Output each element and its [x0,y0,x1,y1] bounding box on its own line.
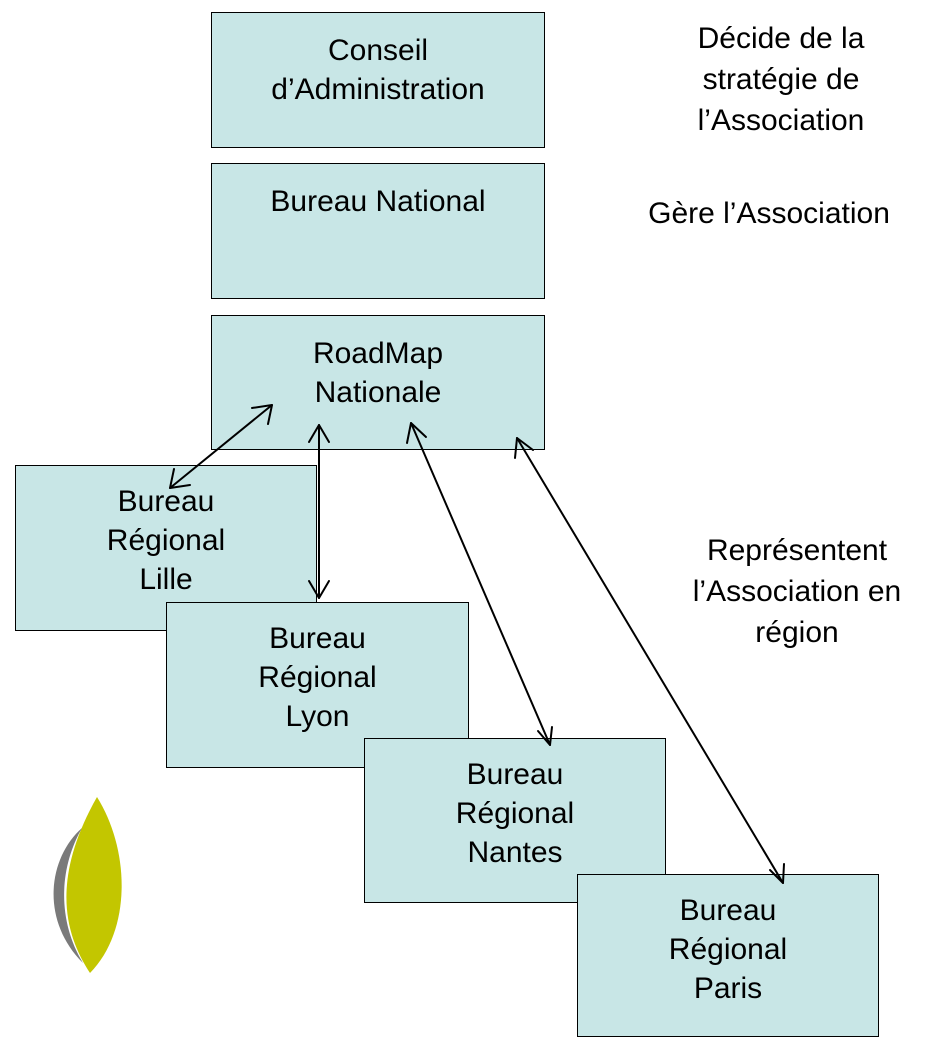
leaf-logo-green [66,797,122,973]
box-bureau-national: Bureau National [211,163,545,299]
box-roadmap-nationale: RoadMap Nationale [211,315,545,450]
note-representent-region: Représentent l’Association en région [692,534,902,649]
note-gere-association: Gère l’Association [648,197,890,230]
box-conseil-administration: Conseil d’Administration [211,12,545,148]
box-bureau-regional-paris: Bureau Régional Paris [577,874,879,1037]
note-decide-strategie: Décide de la stratégie de l’Association [697,22,865,137]
leaf-logo-gray [53,828,83,963]
